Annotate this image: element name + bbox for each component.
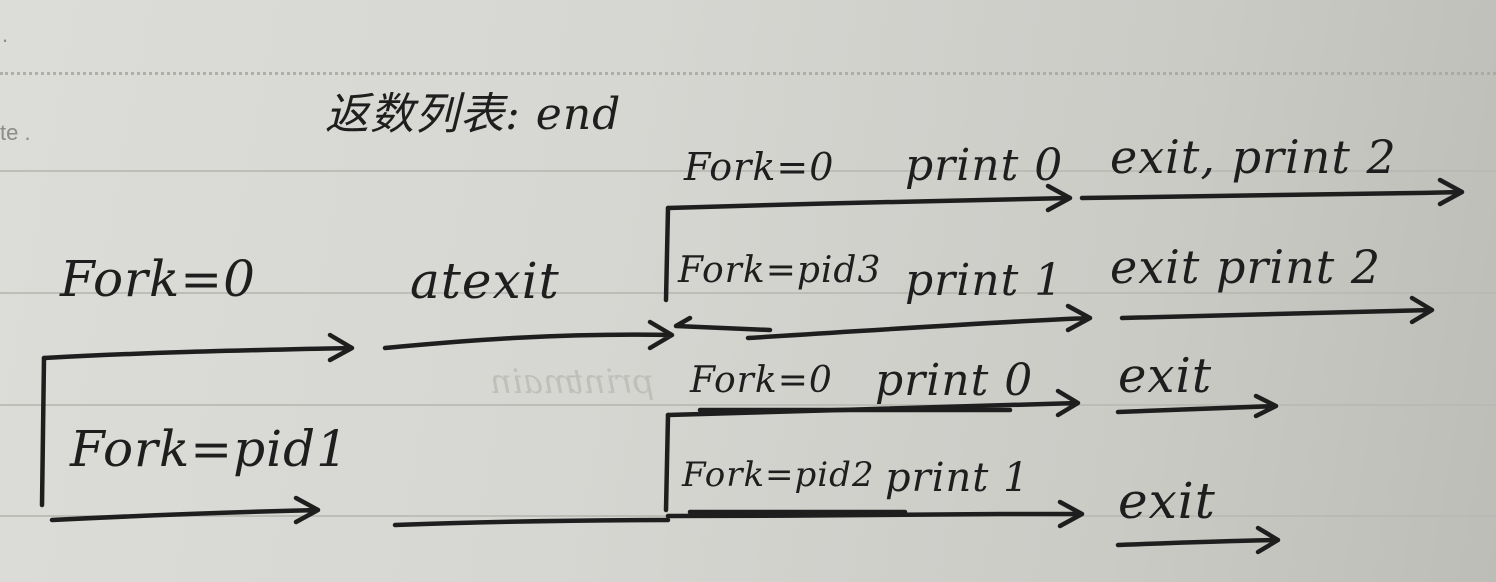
dotted-rule (0, 72, 1496, 75)
ruled-line (0, 404, 1496, 406)
row1-exit-label: exit, print 2 (1110, 130, 1397, 184)
row1-print-label: print 0 (905, 140, 1064, 191)
parent-fork-pid-label: Fork=pid1 (70, 420, 349, 478)
parent-branch-bracket (39, 355, 47, 508)
arrow-row1-exit (1079, 177, 1465, 207)
row4-fork-label: Fork=pid2 (682, 455, 875, 495)
printed-fragment: te . (0, 120, 31, 145)
arrow-atexit (382, 319, 675, 351)
arrow-row4 (665, 499, 1085, 529)
row2-fork-underline (673, 315, 773, 333)
heading-note: 返数列表: end (325, 89, 622, 140)
arrow-row4-exit (1115, 525, 1281, 555)
parent-fork-label: Fork=0 (60, 250, 256, 308)
atexit-label: atexit (410, 252, 560, 310)
arrow-row3-exit (1115, 393, 1279, 419)
arrow-parent-fork (41, 332, 355, 363)
row2-print-label: print 1 (905, 255, 1064, 306)
row2-fork-label: Fork=pid3 (678, 250, 882, 291)
row1-fork-label: Fork=0 (684, 145, 835, 189)
row3-exit-label: exit (1118, 348, 1213, 404)
printed-fragment: . (2, 22, 9, 47)
arrow-row2-exit (1119, 295, 1435, 325)
row4-exit-label: exit (1118, 472, 1216, 530)
ruled-line (0, 170, 1496, 172)
arrow-row2 (745, 303, 1093, 341)
row4-print-label: print 1 (885, 455, 1030, 501)
row3-fork-label: Fork=0 (690, 360, 833, 401)
ruled-line (0, 292, 1496, 294)
upper-branch-bracket (663, 205, 671, 303)
row3-print-label: print 0 (875, 355, 1034, 406)
line-lower (392, 517, 671, 528)
arrow-row1 (665, 183, 1073, 213)
arrow-parent-fork-pid (49, 495, 321, 525)
row2-exit-label: exit print 2 (1110, 240, 1382, 294)
lower-branch-bracket (663, 412, 671, 513)
